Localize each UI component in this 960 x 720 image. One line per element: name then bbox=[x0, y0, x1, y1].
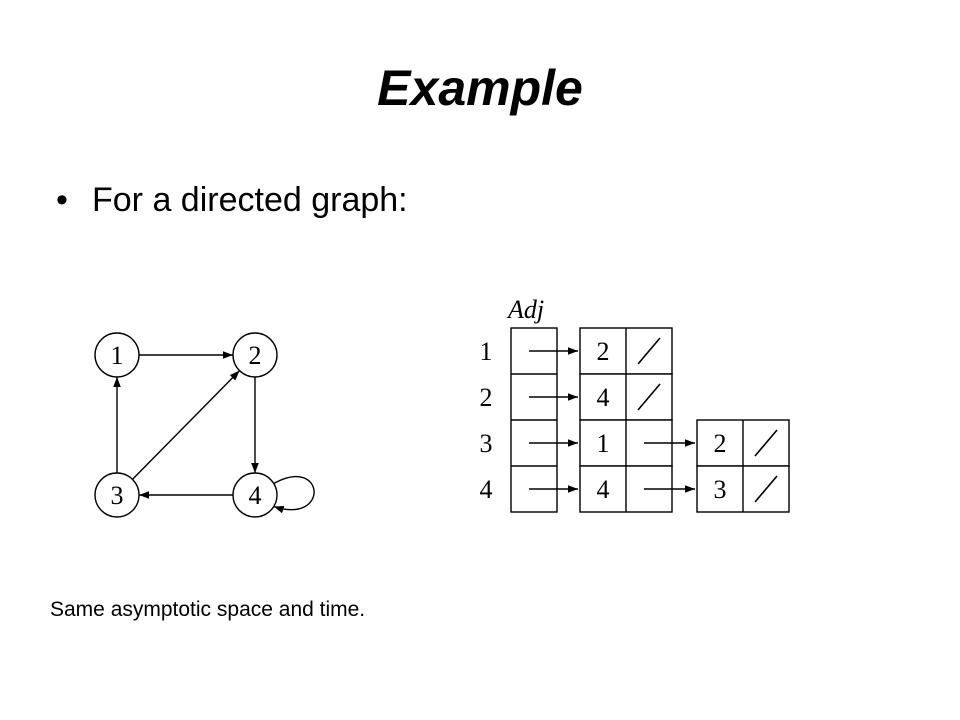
node-circle bbox=[94, 332, 140, 378]
row-vertex-label: 4 bbox=[480, 475, 493, 504]
list-node: 2 bbox=[579, 327, 673, 375]
list-node-value: 2 bbox=[714, 429, 727, 458]
node-circle bbox=[232, 472, 278, 518]
graph-node-4: 4 bbox=[232, 472, 278, 518]
list-node-value: 2 bbox=[597, 337, 610, 366]
bullet-marker: • bbox=[56, 181, 68, 219]
list-node-value: 4 bbox=[597, 475, 610, 504]
adjacency-row-3: 3 1 2 bbox=[480, 419, 790, 467]
node-label: 2 bbox=[249, 341, 262, 370]
null-slash-icon bbox=[754, 429, 778, 457]
graph-nodes: 1 2 3 4 bbox=[94, 332, 278, 518]
list-node: 4 bbox=[579, 373, 673, 421]
row-vertex-label: 3 bbox=[480, 429, 493, 458]
edge-4-4 bbox=[273, 476, 315, 514]
list-node: 2 bbox=[696, 419, 790, 467]
edge-3-2 bbox=[131, 370, 241, 480]
bullet-item: • For a directed graph: bbox=[56, 178, 408, 222]
row-vertex-label: 1 bbox=[480, 337, 493, 366]
row-vertex-label: 2 bbox=[480, 383, 493, 412]
list-node: 1 bbox=[579, 419, 695, 467]
directed-graph: 1 2 3 4 bbox=[94, 332, 315, 518]
null-slash-icon bbox=[637, 383, 661, 411]
bullet-text: For a directed graph: bbox=[92, 181, 408, 219]
null-slash-icon bbox=[754, 475, 778, 503]
list-node-value: 1 bbox=[597, 429, 610, 458]
node-label: 1 bbox=[111, 341, 124, 370]
footnote: Same asymptotic space and time. bbox=[50, 598, 366, 621]
adjacency-row-4: 4 4 3 bbox=[480, 465, 790, 513]
graph-node-1: 1 bbox=[94, 332, 140, 378]
graph-node-3: 3 bbox=[94, 472, 140, 518]
list-node: 3 bbox=[696, 465, 790, 513]
list-node-value: 4 bbox=[597, 383, 610, 412]
adjacency-label: Adj bbox=[506, 295, 544, 324]
list-node-value: 3 bbox=[714, 475, 727, 504]
node-label: 3 bbox=[111, 481, 124, 510]
graph-edges bbox=[113, 351, 315, 514]
node-label: 4 bbox=[249, 481, 262, 510]
node-circle bbox=[232, 332, 278, 378]
graph-node-2: 2 bbox=[232, 332, 278, 378]
slide-title: Example bbox=[377, 60, 583, 116]
null-slash-icon bbox=[637, 337, 661, 365]
node-circle bbox=[94, 472, 140, 518]
list-node: 4 bbox=[579, 465, 695, 513]
